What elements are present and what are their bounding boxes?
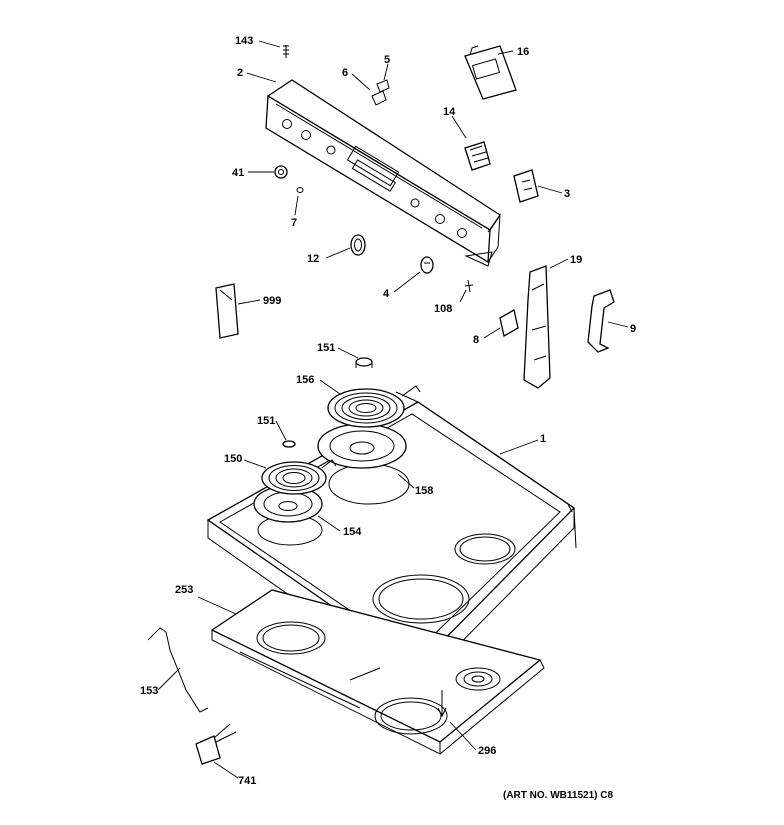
- callout-741: 741: [238, 775, 256, 787]
- callout-12: 12: [307, 253, 319, 265]
- art-number-label: (ART NO. WB11521) C8: [503, 790, 614, 801]
- callout-16: 16: [517, 46, 529, 58]
- callout-143: 143: [235, 35, 253, 47]
- large-drip-pan-part-158: [317, 423, 407, 469]
- receptacle-part-3: [513, 169, 539, 203]
- clip-parts-5-6: [371, 79, 390, 106]
- callout-153: 153: [140, 685, 158, 697]
- trim-ring-part-151-upper: [355, 357, 373, 368]
- screw-part-108: [464, 279, 474, 293]
- callout-3: 3: [564, 188, 570, 200]
- screw-part-143: [283, 45, 289, 58]
- timer-module-part-16: [464, 45, 517, 100]
- callout-19: 19: [570, 254, 582, 266]
- large-surface-element-part-156: [327, 385, 421, 428]
- switch-part-14: [464, 141, 491, 171]
- terminal-block-part-741: [195, 723, 237, 765]
- small-drip-pan-part-154: [253, 485, 323, 523]
- callout-9: 9: [630, 323, 636, 335]
- callout-253: 253: [175, 584, 193, 596]
- small-surface-element-part-150: [261, 459, 337, 495]
- callout-296: 296: [478, 745, 496, 757]
- callout-108: 108: [434, 303, 452, 315]
- callout-8: 8: [473, 334, 479, 346]
- callout-151-upper: 151: [317, 342, 335, 354]
- callout-1: 1: [540, 433, 546, 445]
- bracket-part-8: [499, 308, 519, 338]
- lower-pan-part-253: [210, 589, 545, 755]
- callout-151-lower: 151: [257, 415, 275, 427]
- callout-154: 154: [343, 526, 362, 538]
- control-panel-backsplash: [265, 79, 501, 267]
- knob-part-41: [274, 165, 288, 179]
- callout-41: 41: [232, 167, 244, 179]
- callout-4: 4: [383, 288, 390, 300]
- callout-150: 150: [224, 453, 242, 465]
- bracket-part-19: [523, 265, 551, 389]
- bracket-part-9: [587, 289, 615, 353]
- callout-2: 2: [237, 67, 243, 79]
- knob-part-4: [420, 256, 434, 274]
- knob-part-12: [350, 234, 366, 256]
- callout-999: 999: [263, 295, 281, 307]
- callout-7: 7: [291, 217, 297, 229]
- manual-part-999: [215, 283, 239, 339]
- callout-6: 6: [342, 67, 348, 79]
- leader-lines: [157, 40, 629, 779]
- callout-5: 5: [384, 54, 390, 66]
- callout-labels: 143 2 6 5 16 14 41 7 3 12 4 108 19 999 8…: [140, 35, 636, 787]
- callout-158: 158: [415, 485, 433, 497]
- wire-part-153: [147, 627, 209, 713]
- washer-part-7: [296, 187, 304, 193]
- trim-ring-part-151-lower: [282, 440, 296, 448]
- pin-part-296: [437, 690, 447, 718]
- callout-156: 156: [296, 374, 314, 386]
- callout-14: 14: [443, 106, 456, 118]
